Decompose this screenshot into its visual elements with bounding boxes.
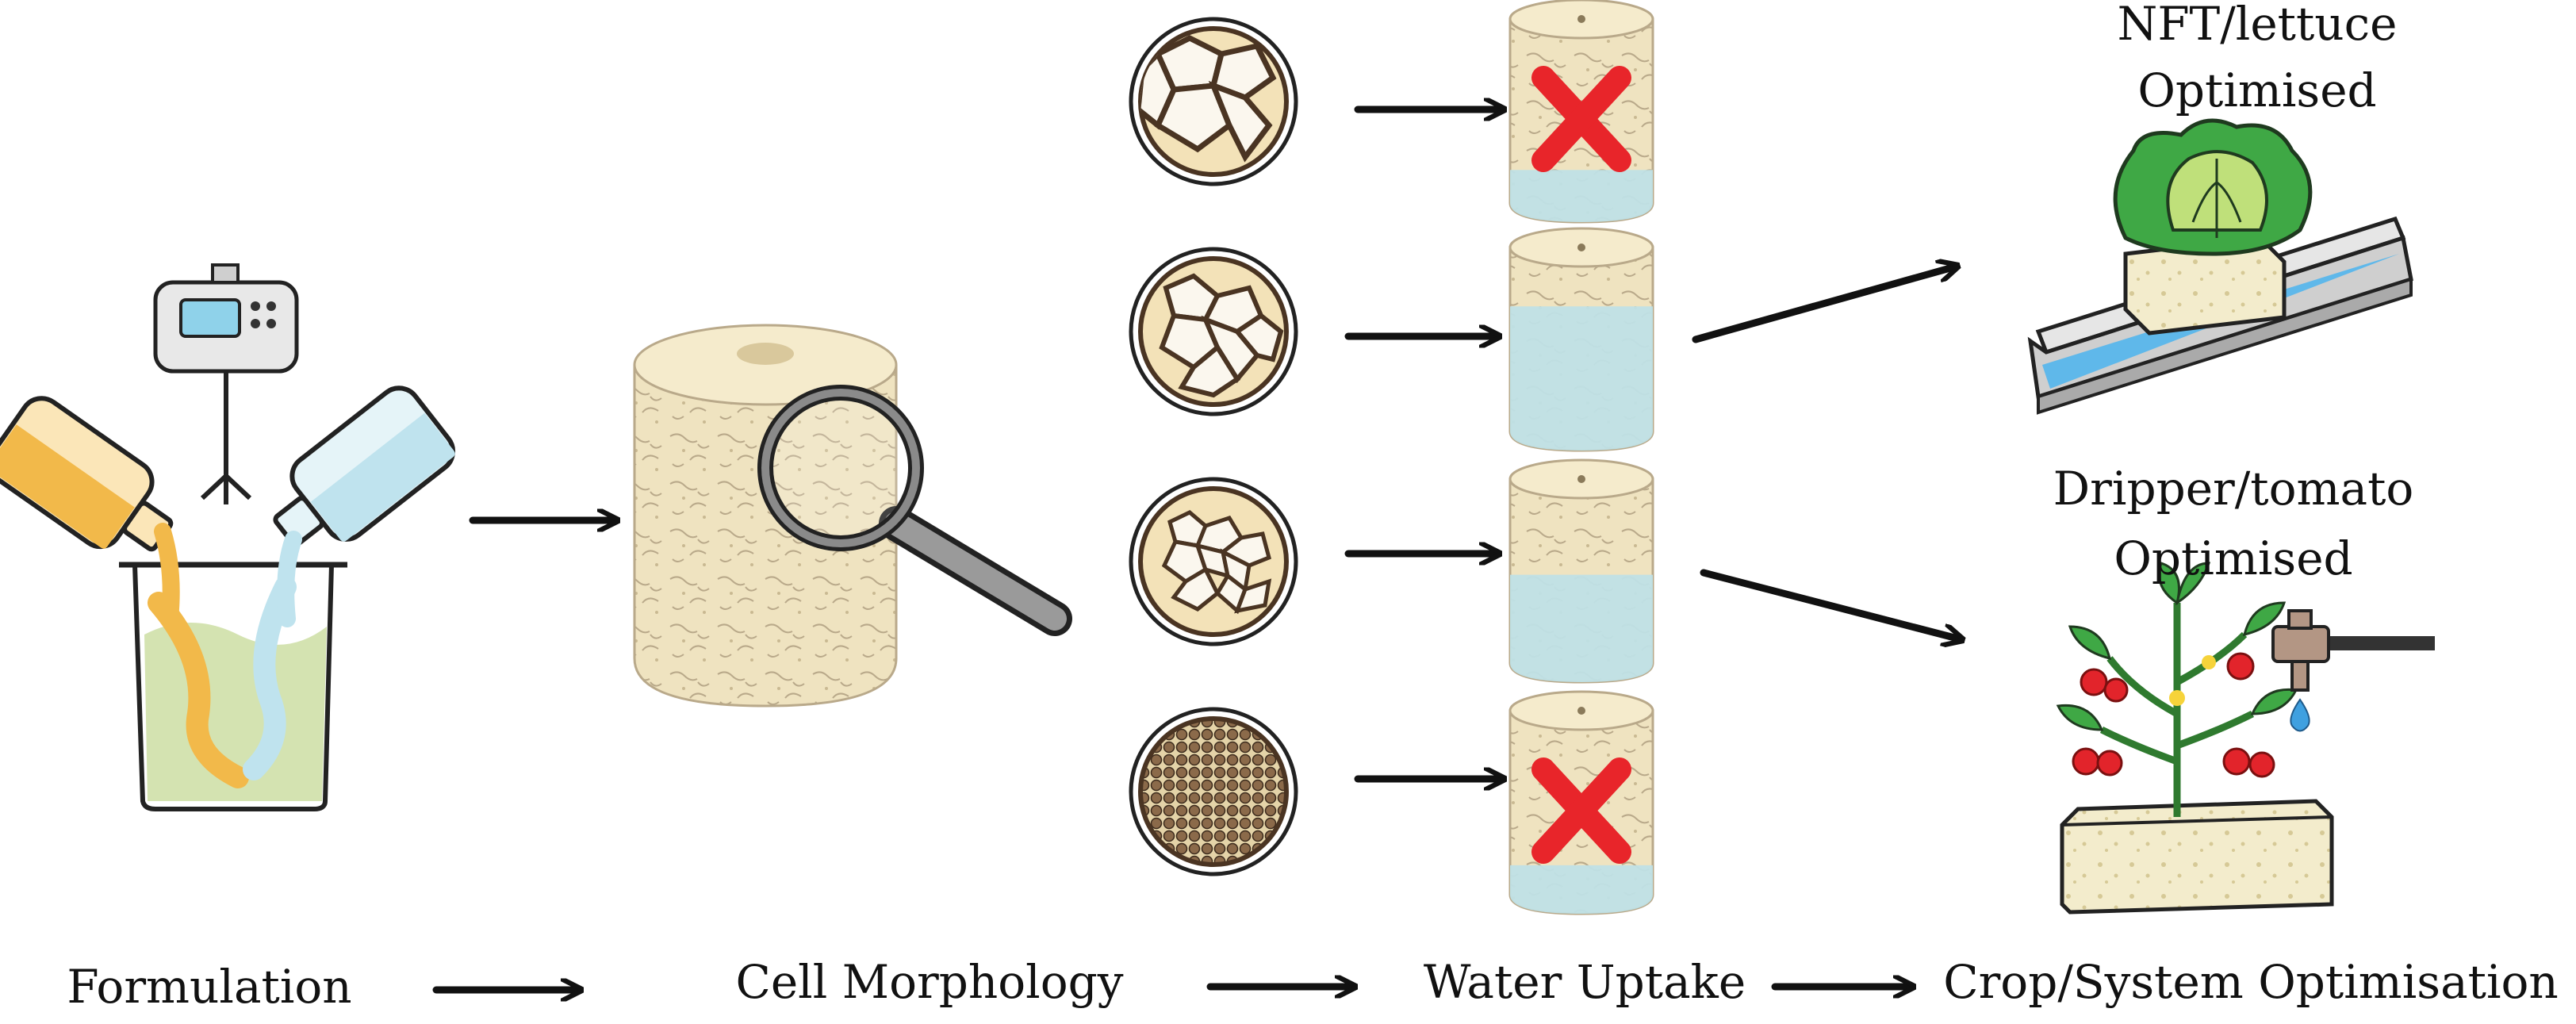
water-uptake-column: [1508, 0, 1654, 915]
stage-label-crop-optimisation: Crop/System Optimisation: [1943, 955, 2559, 1009]
dripper-tap-icon: [2271, 609, 2435, 692]
cross-icon: [1531, 66, 1631, 172]
formulation-illustration: [0, 263, 456, 811]
nft-label-line2: Optimised: [2137, 63, 2376, 117]
nft-lettuce-illustration: [2027, 118, 2413, 415]
morphology-medium-cells: [1129, 247, 1298, 416]
morphology-mixed-cells: [1129, 477, 1298, 646]
nft-arrow: [1692, 267, 1956, 343]
morphology-large-cells: [1129, 17, 1298, 186]
cylinder-hole: [1577, 244, 1585, 251]
row-arrows: [1344, 109, 1961, 779]
stage-arrows: [432, 987, 1911, 990]
water-fill: [1510, 306, 1653, 451]
uptake-cylinder: [1508, 458, 1654, 684]
dripper-label-line2: Optimised: [2114, 531, 2352, 585]
bottle-icon: [273, 385, 456, 547]
cylinder-hole: [1577, 475, 1585, 483]
stage-label-formulation: Formulation: [67, 960, 351, 1014]
foam-cylinder-icon: [633, 324, 898, 708]
tomato-plant-icon: [2056, 562, 2298, 817]
lettuce-icon: [2113, 118, 2313, 256]
dripper-label-line1: Dripper/tomato: [2053, 462, 2414, 516]
water-fill: [1510, 574, 1653, 682]
foam-sample-illustration: [633, 324, 1072, 708]
magnifier-icon: [757, 385, 1072, 636]
stage-label-cell-morphology: Cell Morphology: [735, 955, 1123, 1009]
water-fill: [1510, 865, 1653, 914]
uptake-cylinder: [1508, 0, 1654, 224]
dripper-arrow: [1700, 569, 1961, 639]
morphology-column: [1129, 17, 1298, 876]
uptake-cylinder: [1508, 227, 1654, 452]
cross-icon: [1531, 757, 1631, 864]
dripper-tomato-illustration: [2056, 562, 2435, 915]
stage-label-water-uptake: Water Uptake: [1424, 955, 1746, 1009]
uptake-cylinder: [1508, 690, 1654, 915]
cylinder-hole: [1577, 15, 1585, 23]
morphology-fine-cells: [1129, 707, 1298, 876]
foam-block-icon: [2060, 799, 2334, 915]
cylinder-hole: [1577, 707, 1585, 715]
water-fill: [1510, 170, 1653, 222]
nft-label-line1: NFT/lettuce: [2118, 0, 2398, 51]
water-drop-icon: [2290, 698, 2310, 732]
beaker-icon: [119, 562, 347, 811]
mixer-icon: [153, 263, 299, 504]
